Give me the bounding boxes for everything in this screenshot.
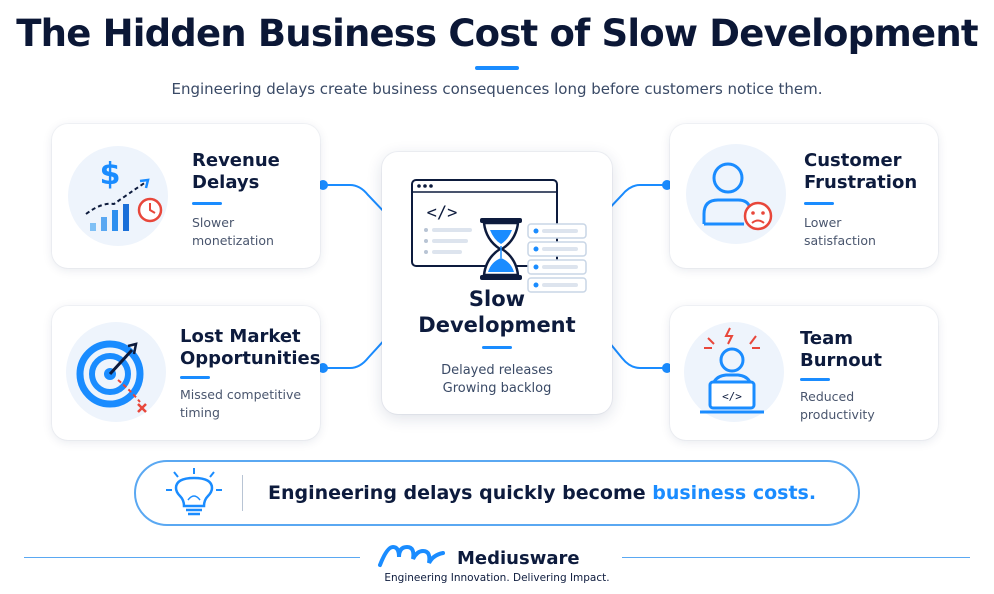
connector-team xyxy=(603,335,667,369)
revenue-desc: Slower monetization xyxy=(192,215,274,248)
brand-name: Mediusware xyxy=(457,548,580,569)
target-icon xyxy=(66,322,166,422)
connector-dot-team xyxy=(662,363,672,373)
customer-icon xyxy=(686,144,786,244)
banner-separator xyxy=(242,475,243,511)
revenue-title: Revenue Delays xyxy=(192,150,280,193)
laptop-code-icon: </> xyxy=(722,390,742,403)
team-desc: Reduced productivity xyxy=(800,389,875,422)
team-title: Team Burnout xyxy=(800,328,883,371)
backlog-stack-icon xyxy=(527,223,587,293)
revenue-accent xyxy=(192,202,222,205)
code-brackets-icon: </> xyxy=(427,203,458,223)
connector-revenue xyxy=(323,184,391,219)
title-accent-bar xyxy=(475,66,519,70)
market-desc: Missed competitive timing xyxy=(180,387,302,420)
summary-banner: Engineering delays quickly become busine… xyxy=(134,460,860,526)
customer-title: Customer Frustration xyxy=(804,150,918,193)
card-revenue-delays: $ Revenue Delays Slower monetization xyxy=(52,124,320,268)
card-lost-market: Lost Market Opportunities Missed competi… xyxy=(52,306,320,440)
sad-face-icon xyxy=(743,201,773,231)
revenue-icon: $ xyxy=(68,146,168,246)
card-customer-frustration: Customer Frustration Lower satisfaction xyxy=(670,124,938,268)
connector-dot-market xyxy=(318,363,328,373)
hourglass-icon xyxy=(480,218,522,280)
customer-accent xyxy=(804,202,834,205)
page-subtitle: Engineering delays create business conse… xyxy=(171,80,823,98)
market-title: Lost Market Opportunities xyxy=(180,326,321,369)
footer-line-left xyxy=(24,557,360,558)
slow-development-illustration: </> xyxy=(411,179,587,293)
connector-dot-customer xyxy=(662,180,672,190)
brand-tagline: Engineering Innovation. Delivering Impac… xyxy=(384,572,610,584)
connector-customer xyxy=(603,184,667,215)
center-title: Slow Development xyxy=(418,287,576,337)
lightbulb-icon xyxy=(166,468,222,516)
team-accent xyxy=(800,378,830,381)
footer-line-right xyxy=(622,557,970,558)
customer-desc: Lower satisfaction xyxy=(804,215,876,248)
page-title: The Hidden Business Cost of Slow Develop… xyxy=(16,12,978,55)
card-slow-development: </> xyxy=(382,152,612,414)
stress-spark-icon xyxy=(724,327,734,345)
burnout-icon: </> xyxy=(684,322,784,422)
banner-text: Engineering delays quickly become busine… xyxy=(268,482,817,504)
connector-market xyxy=(323,335,389,369)
banner-highlight: business costs. xyxy=(652,482,817,504)
dollar-sign-icon: $ xyxy=(100,157,121,192)
connector-dot-revenue xyxy=(318,180,328,190)
center-desc: Delayed releases Growing backlog xyxy=(441,363,553,396)
laptop-icon xyxy=(708,380,756,410)
market-accent xyxy=(180,376,210,379)
mediusware-logo-icon xyxy=(378,544,445,567)
card-team-burnout: </> Team Burnout Reduced productivity xyxy=(670,306,938,440)
center-accent xyxy=(482,346,512,349)
